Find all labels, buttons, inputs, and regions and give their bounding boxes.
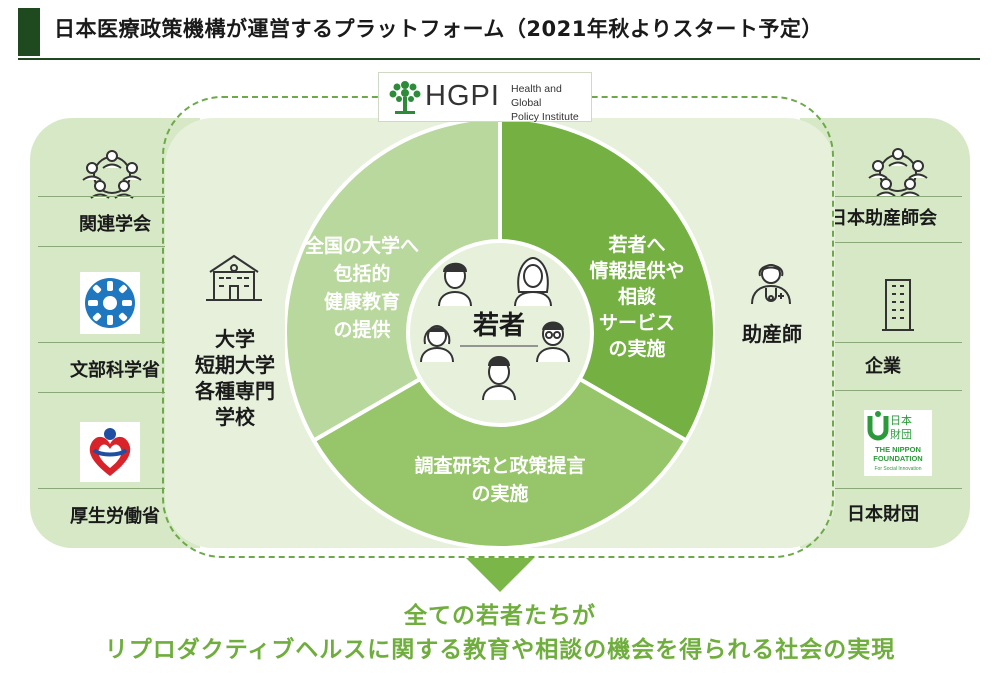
young-man-2-icon bbox=[482, 356, 516, 401]
header-underline bbox=[18, 58, 980, 60]
midwife-icon bbox=[751, 264, 791, 305]
logo-text-line1: 日本 bbox=[890, 413, 912, 427]
left-divider-2 bbox=[38, 246, 186, 247]
page-title: 日本医療政策機構が運営するプラットフォーム（2021年秋よりスタート予定） bbox=[54, 17, 823, 41]
header-accent-bar bbox=[18, 8, 40, 56]
young-woman-icon bbox=[514, 256, 552, 307]
segment-research-label: 調査研究と政策提言 の実施 bbox=[414, 455, 586, 505]
nippon-foundation-label: 日本財団 bbox=[847, 504, 919, 525]
related-societies-label: 関連学会 bbox=[79, 214, 151, 235]
logo-text-line3: THE NIPPON bbox=[875, 445, 921, 454]
tree-icon bbox=[389, 81, 421, 114]
left-divider-1 bbox=[38, 196, 186, 197]
logo-text-line2: 財団 bbox=[890, 427, 912, 441]
left-divider-4 bbox=[38, 392, 186, 393]
companies-label: 企業 bbox=[865, 356, 901, 377]
people-network-icon bbox=[868, 148, 928, 197]
midwife-label: 助産師 bbox=[742, 322, 802, 346]
right-divider-3 bbox=[814, 342, 962, 343]
right-divider-5 bbox=[814, 488, 962, 489]
logo-text-line4: FOUNDATION bbox=[873, 454, 922, 463]
left-divider-5 bbox=[38, 488, 186, 489]
service-wheel: 若者 bbox=[285, 118, 715, 548]
right-divider-4 bbox=[814, 390, 962, 391]
university-label: 大学 短期大学 各種専門 学校 bbox=[195, 327, 275, 429]
girl-icon bbox=[420, 325, 454, 363]
hgpi-logo: HGPI Health and Global Policy Institute bbox=[378, 72, 592, 123]
segment-education-label: 全国の大学へ 包括的 健康教育 の提供 bbox=[304, 235, 419, 341]
logo-text-line5: For Social Innovation bbox=[875, 466, 922, 472]
left-divider-3 bbox=[38, 342, 186, 343]
woman-glasses-icon bbox=[536, 321, 570, 363]
wheel-segment-research bbox=[311, 330, 689, 548]
young-man-icon bbox=[438, 262, 472, 307]
nippon-foundation-logo-icon: 日本 財団 THE NIPPON FOUNDATION For Social I… bbox=[864, 410, 932, 476]
goal-line-1: 全ての若者たちが bbox=[404, 603, 596, 629]
mext-logo-icon bbox=[80, 272, 140, 334]
right-divider-2 bbox=[814, 242, 962, 243]
office-building-icon bbox=[882, 279, 914, 331]
hgpi-name: HGPI bbox=[425, 80, 500, 112]
segment-consultation-label: 若者へ 情報提供や 相談 サービス の実施 bbox=[589, 234, 685, 360]
down-arrow-icon bbox=[466, 558, 534, 592]
school-building-icon bbox=[206, 254, 262, 301]
mhlw-label: 厚生労働省 bbox=[70, 506, 160, 527]
hgpi-subtitle: Health and Global Policy Institute bbox=[511, 83, 579, 123]
center-youth-label: 若者 bbox=[473, 311, 525, 341]
mext-label: 文部科学省 bbox=[70, 360, 160, 381]
goal-line-2: リプロダクティブヘルスに関する教育や相談の機会を得られる社会の実現 bbox=[104, 637, 896, 663]
mhlw-logo-icon bbox=[80, 422, 140, 482]
right-divider-1 bbox=[814, 196, 962, 197]
header: 日本医療政策機構が運営するプラットフォーム（2021年秋よりスタート予定） bbox=[0, 0, 1000, 62]
midwives-association-label: 日本助産師会 bbox=[829, 208, 937, 229]
